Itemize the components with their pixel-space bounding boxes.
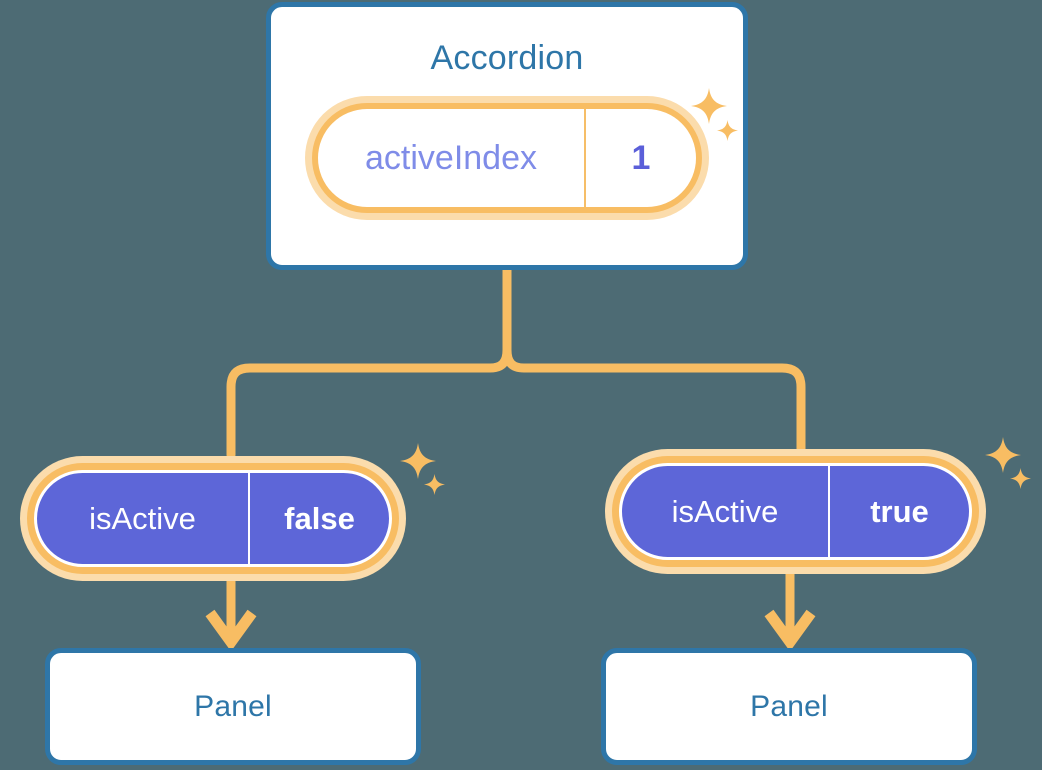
panel-component-left[interactable]: Panel	[45, 648, 421, 765]
connector-accordion-split	[226, 265, 806, 460]
state-value-label: 1	[631, 138, 651, 177]
state-pill-active-index[interactable]: activeIndex 1	[305, 96, 709, 220]
arrowhead-right	[764, 609, 816, 652]
panel-title: Panel	[194, 689, 272, 723]
pill-body: activeIndex 1	[318, 109, 696, 207]
panel-title: Panel	[750, 689, 828, 723]
pill-body: isActive true	[619, 463, 972, 560]
pill-body: isActive false	[34, 470, 392, 567]
state-value-label: false	[284, 500, 355, 536]
state-key-label: isActive	[37, 473, 250, 564]
pill-highlight-ring: activeIndex 1	[312, 103, 702, 213]
pill-highlight-ring: isActive true	[612, 456, 979, 567]
state-pill-is-active-false[interactable]: isActive false	[20, 456, 406, 581]
state-key-label: isActive	[622, 466, 830, 557]
arrowhead-left	[205, 609, 257, 652]
state-value-label: true	[870, 493, 929, 529]
panel-component-right[interactable]: Panel	[601, 648, 977, 765]
state-key-label: activeIndex	[318, 109, 586, 207]
accordion-title: Accordion	[430, 39, 584, 77]
state-pill-is-active-true[interactable]: isActive true	[605, 449, 986, 574]
pill-highlight-ring: isActive false	[27, 463, 399, 574]
